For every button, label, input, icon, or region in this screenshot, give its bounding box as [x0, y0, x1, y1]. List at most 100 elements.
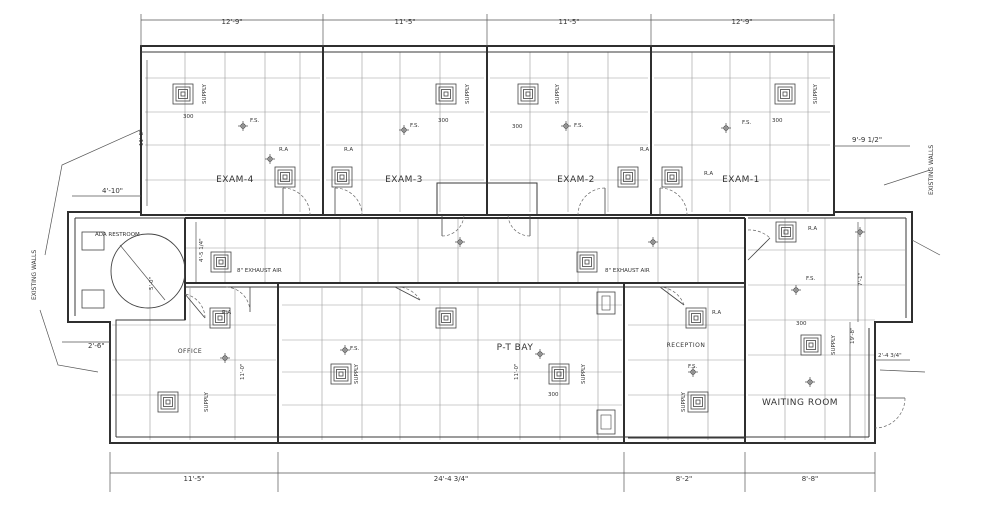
supply-label-exam-2: SUPPLY	[555, 84, 561, 104]
fs-label-exam-1: F.S.	[742, 120, 752, 126]
ra-label-office: R.A	[222, 310, 231, 316]
room-labels: EXAM-4 EXAM-3 EXAM-2 EXAM-1 OFFICE P-T B…	[95, 175, 838, 408]
air-diffuser-icon	[685, 307, 707, 329]
air-diffuser-icon	[210, 251, 232, 273]
air-diffuser-icon	[330, 363, 352, 385]
doors	[184, 187, 906, 429]
dim-office-height: 11'-0"	[240, 363, 246, 380]
existing-walls-right-label: EXISTING WALLS	[928, 145, 935, 195]
sprinkler-head-icon	[721, 123, 731, 133]
air-diffuser-icon	[661, 166, 683, 188]
cfm-exam-2: 300	[512, 124, 523, 130]
dimension-lines	[62, 14, 910, 492]
sprinkler-head-icon	[855, 227, 865, 237]
air-diffuser-icon	[576, 251, 598, 273]
existing-walls-leaders	[39, 129, 941, 373]
main-outline	[67, 211, 913, 444]
room-label-exam-4: EXAM-4	[216, 175, 254, 185]
sprinkler-head-icon	[238, 121, 248, 131]
air-diffuser-icon	[435, 83, 457, 105]
grid-waiting	[748, 218, 905, 440]
dim-exam-height: 11'-8"	[139, 129, 145, 146]
dim-restroom-circle: 5'-0"	[149, 277, 155, 290]
ra-label-reception: R.A	[712, 310, 721, 316]
restroom-fixtures	[81, 231, 186, 309]
diffusers	[157, 83, 822, 413]
air-diffuser-icon	[548, 363, 570, 385]
air-diffuser-icon	[172, 83, 194, 105]
dimension-labels: 12'-9" 11'-5" 11'-5" 12'-9" 11'-5" 24'-4…	[88, 18, 902, 483]
turning-circle	[110, 233, 186, 309]
dim-bottom-pt-bay: 24'-4 3/4"	[434, 475, 469, 483]
air-diffuser-icon	[687, 391, 709, 413]
sprinkler-head-icon	[688, 367, 698, 377]
sprinkler-head-icon	[561, 121, 571, 131]
air-diffuser-icon	[775, 221, 797, 243]
grid-exam-1	[654, 52, 830, 212]
sprinkler-head-icon	[648, 237, 658, 247]
ra-label-exam-2: R.A	[640, 147, 649, 153]
dim-bottom-reception: 8'-2"	[676, 475, 693, 483]
ceiling-grid	[112, 52, 905, 440]
dim-right-7-1: 7'-1"	[858, 273, 864, 286]
dim-right-19-8: 19'-8"	[850, 327, 856, 344]
exhaust-label-left: 8" EXHAUST AIR	[237, 268, 282, 274]
sprinkler-head-icon	[265, 154, 275, 164]
furniture	[596, 291, 616, 435]
room-label-exam-3: EXAM-3	[385, 175, 423, 185]
room-label-reception: RECEPTION	[667, 342, 706, 349]
grid-exam-2	[490, 52, 648, 212]
air-diffuser-icon	[435, 307, 457, 329]
fs-label-waiting: F.S.	[806, 276, 816, 282]
dim-top-exam-3: 11'-5"	[394, 18, 415, 26]
fs-label-exam-3: F.S.	[410, 123, 420, 129]
existing-walls-left-label: EXISTING WALLS	[31, 250, 38, 300]
exhaust-label-right: 8" EXHAUST AIR	[605, 268, 650, 274]
sprinklers	[220, 121, 865, 387]
fs-label-pt-bay: F.S.	[350, 346, 360, 352]
sink	[81, 231, 105, 251]
supply-label-exam-1: SUPPLY	[813, 84, 819, 104]
fs-label-exam-4: F.S.	[250, 118, 260, 124]
ra-label-exam-3: R.A	[344, 147, 353, 153]
supply-label-pt-left: SUPPLY	[354, 364, 360, 384]
dim-left-2-6: 2'-6"	[88, 342, 105, 350]
dim-left-4-10: 4'-10"	[102, 187, 123, 195]
dim-bottom-office: 11'-5"	[183, 475, 204, 483]
ra-label-exam-1: R.A	[704, 171, 713, 177]
sprinkler-head-icon	[220, 353, 230, 363]
fs-label-reception: F.S.	[688, 364, 698, 370]
dim-bottom-waiting: 8'-8"	[802, 475, 819, 483]
air-diffuser-icon	[209, 307, 231, 329]
room-label-exam-2: EXAM-2	[557, 175, 595, 185]
dim-right-2-4: 2'-4 3/4"	[878, 353, 902, 359]
cfm-exam-4: 300	[183, 114, 194, 120]
ra-label-exam-4: R.A	[279, 147, 288, 153]
room-label-ada-restroom: ADA RESTROOM	[95, 232, 140, 238]
grid-office	[112, 288, 276, 440]
supply-label-waiting: SUPPLY	[831, 335, 837, 355]
sprinkler-head-icon	[399, 125, 409, 135]
grid-exam-4	[145, 52, 320, 212]
room-label-exam-1: EXAM-1	[722, 175, 760, 185]
supply-label-exam-4: SUPPLY	[202, 84, 208, 104]
diffuser-labels: SUPPLY SUPPLY SUPPLY SUPPLY SUPPLY SUPPL…	[202, 84, 837, 412]
sprinkler-head-icon	[455, 237, 465, 247]
dim-top-exam-1: 12'-9"	[731, 18, 752, 26]
supply-label-office: SUPPLY	[204, 392, 210, 412]
annotations: EXISTING WALLS EXISTING WALLS 8" EXHAUST…	[31, 114, 935, 398]
cfm-exam-1: 300	[772, 118, 783, 124]
toilet	[81, 289, 105, 309]
grid-corridor	[185, 218, 745, 282]
supply-label-pt-right: SUPPLY	[581, 364, 587, 384]
sprinkler-head-icon	[535, 349, 545, 359]
sprinkler-head-icon	[340, 345, 350, 355]
air-diffuser-icon	[800, 334, 822, 356]
sprinkler-head-icon	[791, 285, 801, 295]
dim-top-exam-4: 12'-9"	[221, 18, 242, 26]
air-diffuser-icon	[331, 166, 353, 188]
air-diffuser-icon	[517, 83, 539, 105]
dim-top-exam-2: 11'-5"	[558, 18, 579, 26]
supply-label-reception: SUPPLY	[681, 392, 687, 412]
